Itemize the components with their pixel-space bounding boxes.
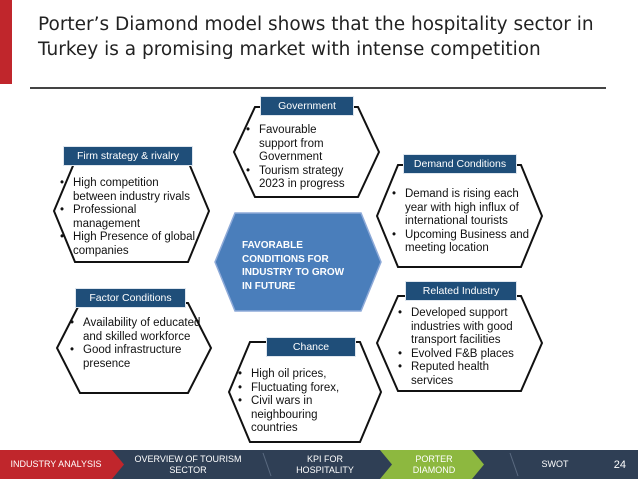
nav-tab-label: OVERVIEW OF TOURISM SECTOR [134,453,242,475]
center-hexagon [214,212,382,312]
list-item: Professional management [60,204,204,231]
list-item: Evolved F&B places [398,348,526,362]
demand-conditions-label: Demand Conditions [403,154,517,174]
nav-tab-shapes [0,450,519,479]
list-item: High competition between industry rivals [60,177,204,204]
list-item: Reputed health services [398,361,526,388]
list-item: Availability of educated and skilled wor… [70,317,202,344]
government-label: Government [260,96,354,116]
nav-tab-porter-shape [380,450,484,479]
demand-conditions-list: Demand is rising each year with high inf… [392,188,542,256]
factor-conditions-list: Availability of educated and skilled wor… [70,317,202,371]
related-industry-list: Developed support industries with good t… [398,307,526,388]
government-list: Favourable support from Government Touri… [246,124,358,192]
nav-tab-swot[interactable]: SWOT [520,450,590,479]
related-industry-label: Related Industry [405,281,517,301]
nav-tab-overview-tourism[interactable]: OVERVIEW OF TOURISM SECTOR [128,450,248,479]
firm-strategy-label: Firm strategy & rivalry [63,146,193,166]
list-item: Favourable support from Government [246,124,358,165]
nav-tab-kpi-hospitality[interactable]: KPI FOR HOSPITALITY [276,450,374,479]
nav-tab-industry-analysis[interactable]: INDUSTRY ANALYSIS [0,450,112,479]
firm-strategy-list: High competition between industry rivals… [60,177,204,258]
list-item: Fluctuating forex, [238,382,356,396]
list-item: Demand is rising each year with high inf… [392,188,542,229]
chance-label: Chance [266,337,356,357]
list-item: Civil wars in neighbouring countries [238,395,356,436]
chance-list: High oil prices, Fluctuating forex, Civi… [238,368,356,436]
accent-bar [0,0,12,84]
list-item: Tourism strategy 2023 in progress [246,165,358,192]
list-item: Developed support industries with good t… [398,307,526,348]
nav-tab-active-shape [0,450,124,479]
nav-tab-label: PORTER DIAMOND [412,453,456,475]
list-item: Upcoming Business and meeting location [392,229,542,256]
list-item: High oil prices, [238,368,356,382]
slide-title: Porter’s Diamond model shows that the ho… [38,14,594,60]
list-item: High Presence of global companies [60,231,204,258]
factor-conditions-label: Factor Conditions [75,288,186,308]
nav-tab-label: KPI FOR HOSPITALITY [296,453,354,475]
nav-tab-label: INDUSTRY ANALYSIS [10,459,102,469]
title-divider [30,87,606,89]
nav-tab-label: SWOT [541,459,569,469]
center-text: FAVORABLE CONDITIONS FOR INDUSTRY TO GRO… [242,240,345,292]
nav-tab-porter-diamond[interactable]: PORTER DIAMOND [392,450,476,479]
page-number: 24 [613,458,626,471]
list-item: Good infrastructure presence [70,344,202,371]
